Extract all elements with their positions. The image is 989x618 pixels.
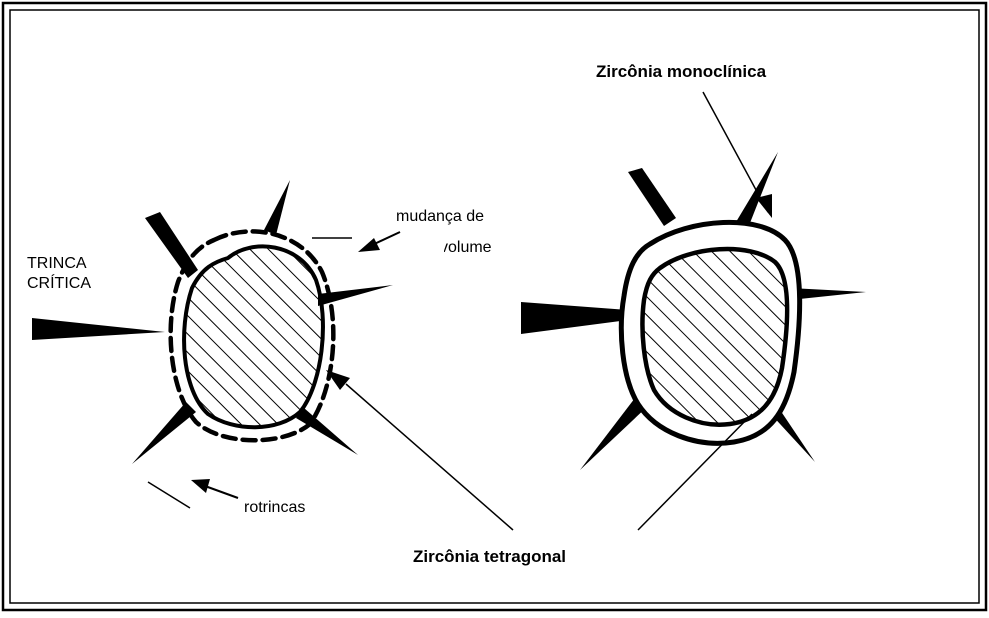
volume-change-label-line1: mudança de — [396, 209, 484, 225]
left-crack-bottomleft — [132, 402, 196, 464]
right-crack-topleft — [628, 168, 676, 226]
tetragonal-label: Zircônia tetragonal — [413, 548, 566, 565]
volume-change-arrow — [312, 232, 444, 256]
critical-crack-label-line2: CRÍTICA — [27, 276, 91, 292]
monoclinic-label: Zircônia monoclínica — [596, 63, 766, 80]
microcracks-arrow — [148, 479, 238, 508]
figure-frame — [3, 3, 986, 610]
right-grain — [521, 152, 866, 470]
left-crack-bottomright — [296, 408, 358, 455]
right-crack-left — [521, 302, 628, 334]
left-grain — [32, 180, 393, 464]
critical-crack-label-line1: TRINCA — [27, 256, 87, 272]
microcracks-label: rotrincas — [244, 500, 305, 516]
volume-change-label-line2: volume — [440, 240, 492, 256]
left-crack-critical — [32, 318, 165, 340]
monoclinic-pointer — [703, 92, 772, 218]
left-crack-topleft — [145, 212, 198, 278]
left-crack-top — [264, 180, 290, 235]
